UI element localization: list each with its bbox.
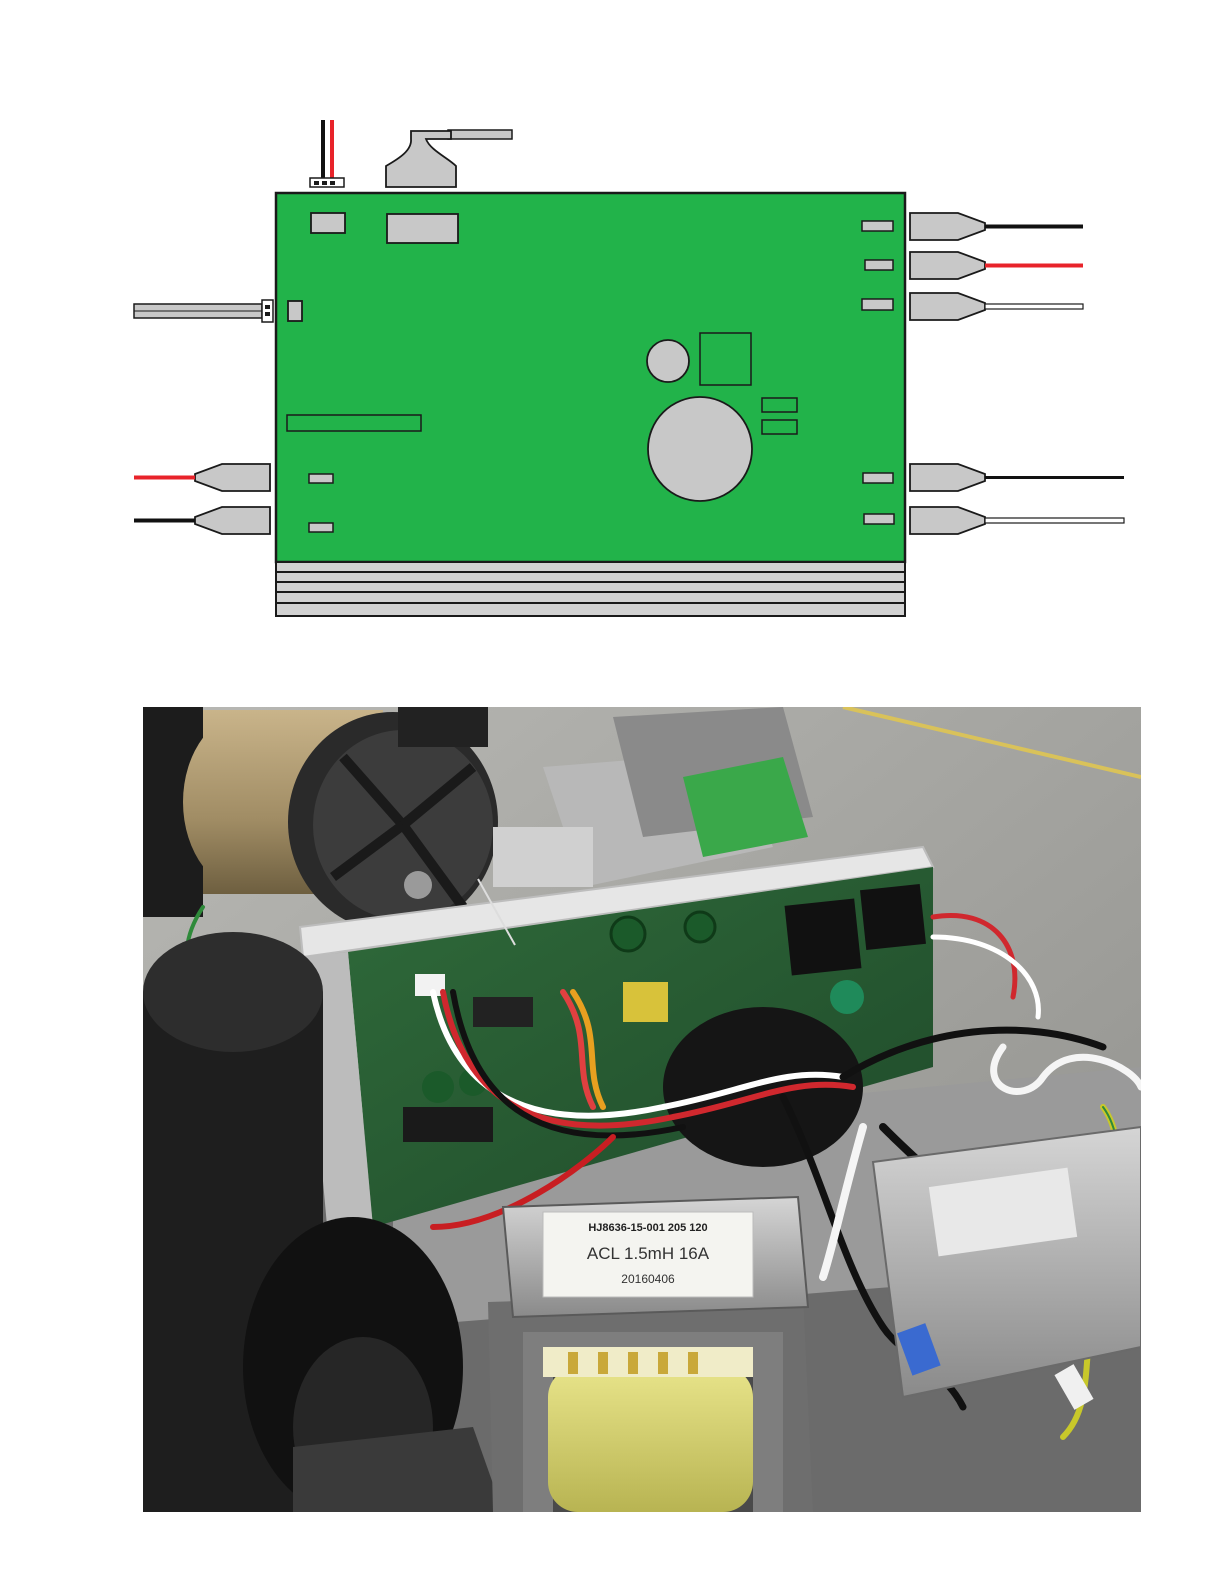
tab-right-4 [863, 473, 893, 483]
tab-right-1 [862, 221, 893, 231]
right-terminal-black-2 [910, 464, 1124, 491]
top-ribbon-connector [386, 130, 512, 187]
top-3-pin-connector [310, 120, 344, 187]
ac-line-choke: HJ8636-15-001 205 120 ACL 1.5mH 16A 2016… [488, 1197, 813, 1512]
right-terminal-white-2 [910, 507, 1124, 534]
tab-right-2 [865, 260, 893, 270]
right-terminals [910, 213, 1124, 534]
controller-installed-photo: HJ8636-15-001 205 120 ACL 1.5mH 16A 2016… [143, 707, 1141, 1512]
right-terminal-white-1 [910, 293, 1083, 320]
left-terminals [134, 464, 270, 534]
right-terminal-black-1 [910, 213, 1083, 240]
heatsink [276, 562, 905, 616]
controller-board-diagram [0, 0, 1224, 680]
tab-left-2 [309, 523, 333, 532]
right-terminal-red [910, 252, 1083, 279]
circuit-board [276, 193, 905, 562]
choke-label-line3: 20160406 [621, 1272, 675, 1286]
choke-coil [548, 1367, 753, 1512]
header-left [288, 301, 302, 321]
small-capacitor [647, 340, 689, 382]
header-ribbon [387, 214, 458, 243]
choke-label-line1: HJ8636-15-001 205 120 [588, 1222, 707, 1234]
large-capacitor [648, 397, 752, 501]
drive-motor [143, 707, 498, 932]
left-ribbon-connector [134, 300, 273, 322]
tab-right-5 [864, 514, 894, 524]
tab-left-1 [309, 474, 333, 483]
left-terminal-red [134, 464, 270, 491]
header-j1 [311, 213, 345, 233]
left-terminal-black [134, 507, 270, 534]
choke-label-line2: ACL 1.5mH 16A [587, 1244, 710, 1263]
tab-right-3 [862, 299, 893, 310]
